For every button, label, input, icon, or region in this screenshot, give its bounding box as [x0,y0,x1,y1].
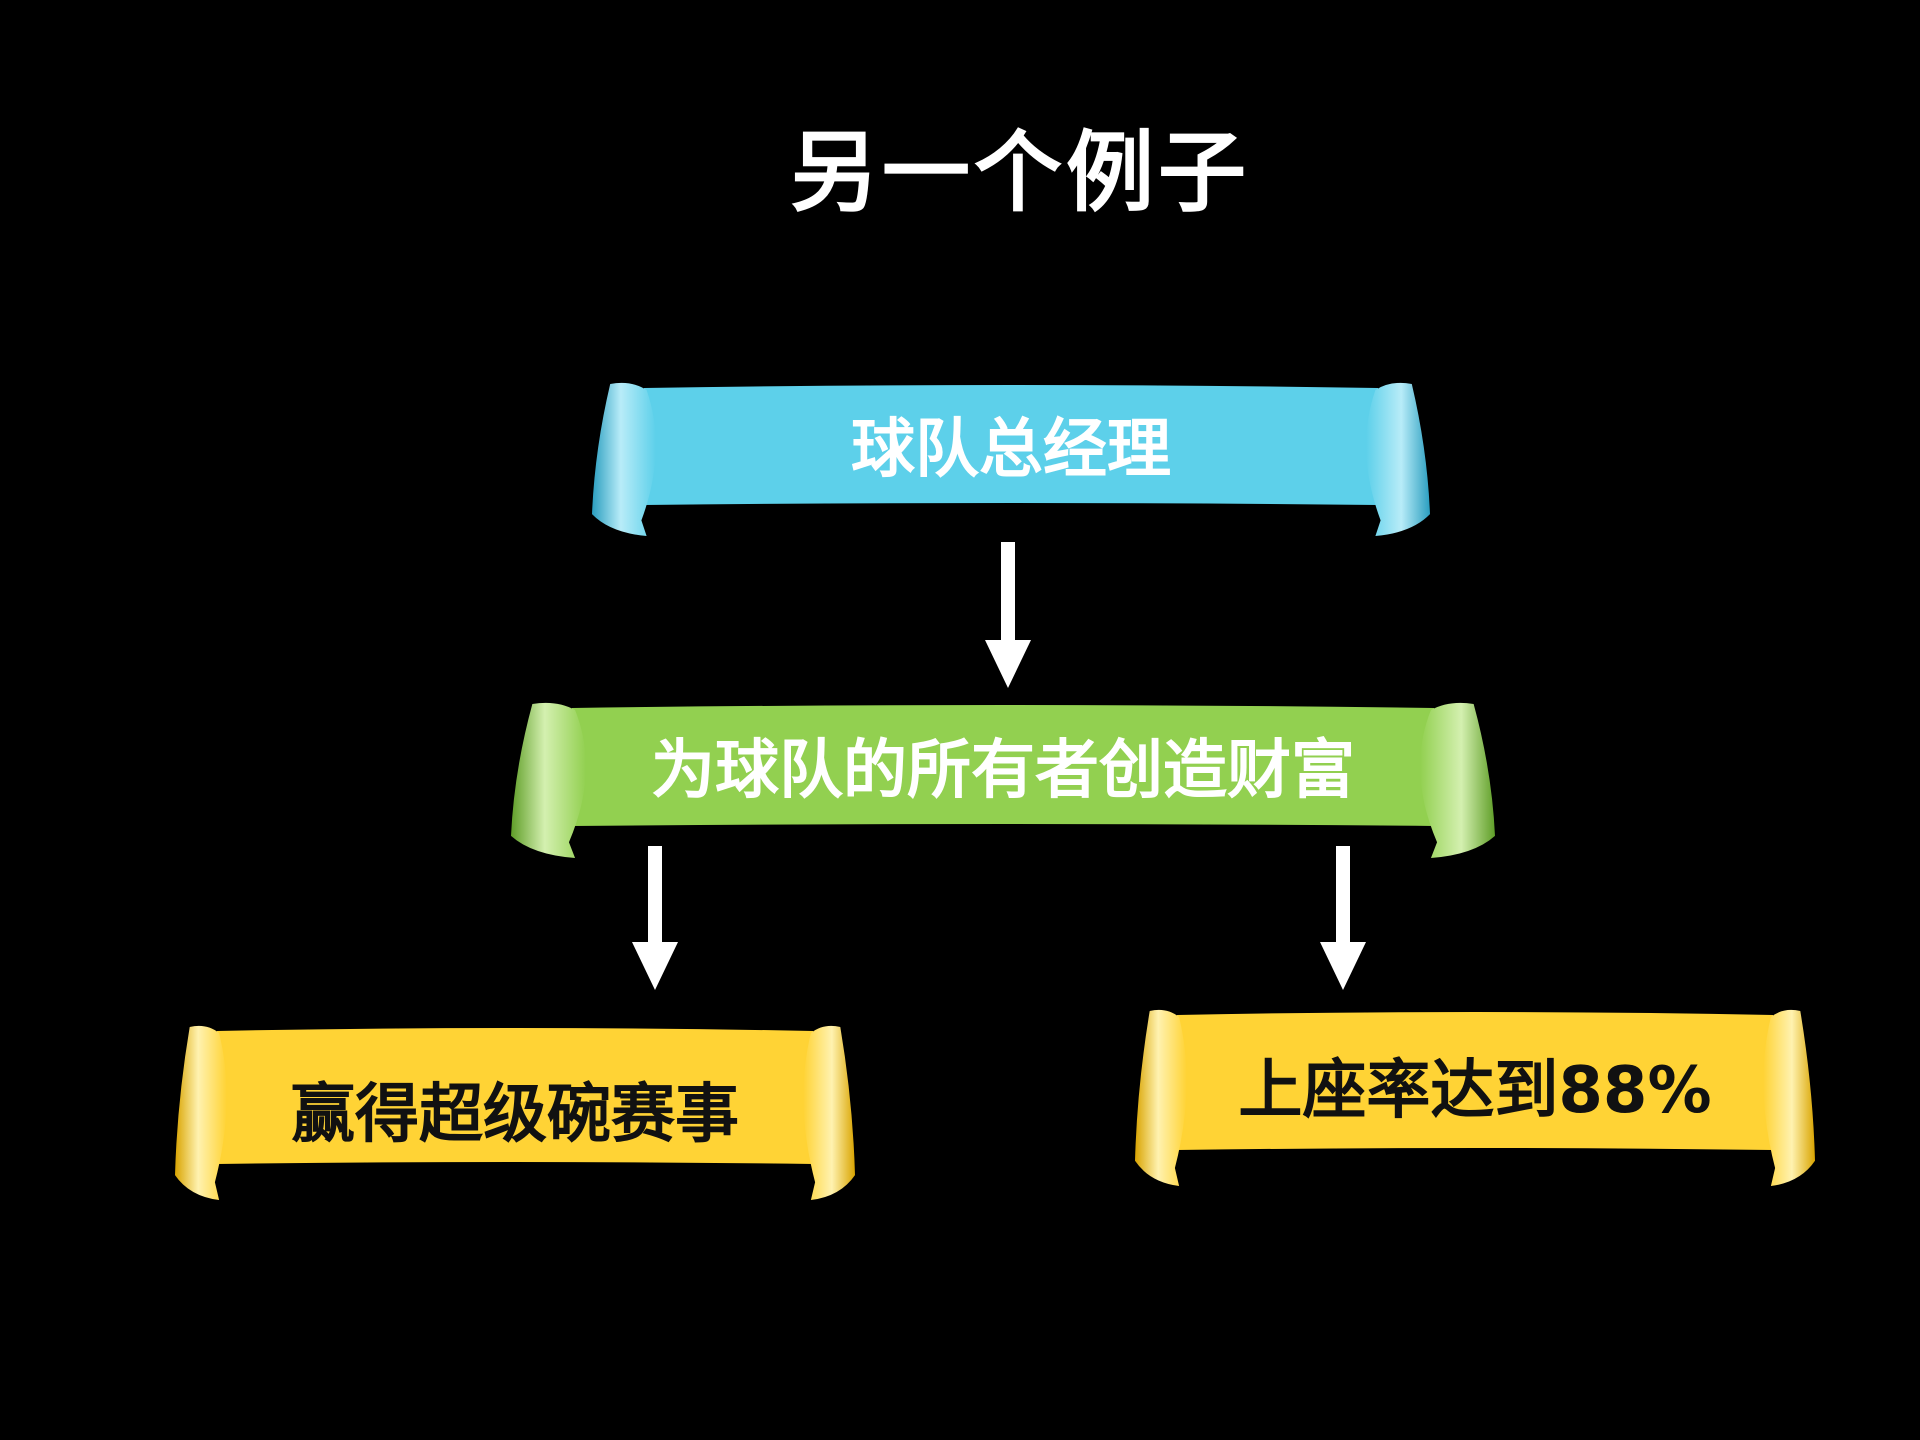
arrow-gm-to-wealth [983,542,1033,690]
node-win-superbowl: 赢得超级碗赛事 [175,1022,855,1200]
node-attendance-88: 上座率达到88% [1135,1006,1815,1186]
ribbon-shape [175,1025,855,1200]
ribbon-shape [511,702,1495,858]
node-label: 球队总经理 [851,413,1171,487]
arrow-down-icon [1320,846,1366,990]
slide-title: 另一个例子 [789,121,1250,224]
node-general-manager: 球队总经理 [592,380,1430,536]
node-label: 上座率达到88% [1238,1054,1712,1128]
node-label: 赢得超级碗赛事 [291,1078,739,1152]
arrow-down-icon [632,846,678,990]
arrow-down-icon [985,542,1031,688]
arrow-wealth-to-superbowl [630,846,680,992]
ribbon-shape [1135,1009,1815,1186]
node-label: 为球队的所有者创造财富 [651,734,1355,808]
ribbon-shape [592,382,1430,536]
arrow-wealth-to-attendance [1318,846,1368,992]
node-owner-wealth: 为球队的所有者创造财富 [511,700,1495,858]
